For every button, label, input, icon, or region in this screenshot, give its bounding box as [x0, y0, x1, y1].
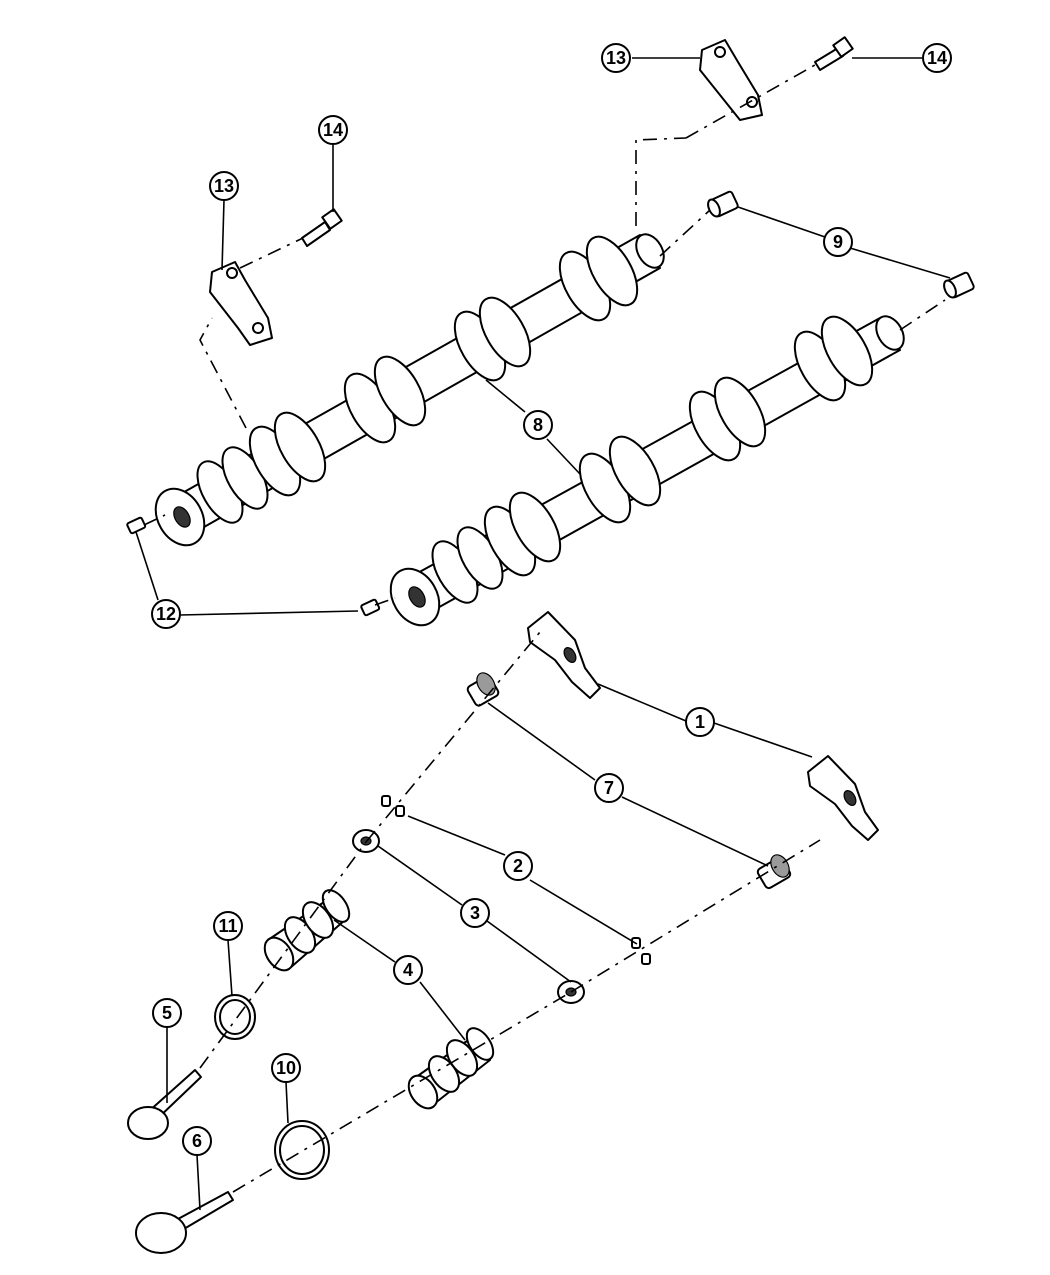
callout-4-label: 4	[403, 960, 413, 980]
callout-6-label: 6	[192, 1131, 202, 1151]
rocker-arm-lower	[807, 755, 879, 841]
valve-seal-10	[274, 1120, 330, 1180]
lash-adjuster-lower	[756, 854, 792, 890]
callout-7-label: 7	[604, 778, 614, 798]
callout-14-right: 14	[922, 43, 952, 73]
bolt-right	[814, 36, 854, 71]
cam-lobes-upper	[196, 235, 639, 524]
valve-keeper-upper	[381, 795, 405, 817]
callout-5-label: 5	[162, 1003, 172, 1023]
valve-seal-11	[214, 994, 256, 1040]
intake-valve	[127, 1069, 202, 1140]
callout-13-right: 13	[601, 43, 631, 73]
callout-13-right-label: 13	[606, 48, 626, 68]
bolt-left	[301, 208, 343, 247]
callout-6: 6	[182, 1126, 212, 1156]
rocker-arm-upper	[527, 611, 601, 699]
valve-spring-lower	[407, 1027, 495, 1110]
camshaft-lower	[389, 315, 905, 627]
callout-2-label: 2	[513, 856, 523, 876]
cam-lobes-lower	[431, 315, 874, 604]
pin-12-upper	[126, 516, 147, 535]
bearing-cap-left	[209, 261, 273, 346]
lash-adjuster-upper	[466, 672, 500, 707]
camshaft-upper	[154, 233, 665, 547]
alignment-lines	[143, 64, 946, 1193]
callout-9: 9	[823, 227, 853, 257]
callout-14-left: 14	[318, 115, 348, 145]
callout-1-label: 1	[695, 712, 705, 732]
callout-3: 3	[460, 898, 490, 928]
callout-8-label: 8	[533, 415, 543, 435]
callout-1: 1	[685, 707, 715, 737]
callout-3-label: 3	[470, 903, 480, 923]
callout-4: 4	[393, 955, 423, 985]
pin-12-lower	[360, 598, 381, 617]
callout-10: 10	[271, 1053, 301, 1083]
callout-12-label: 12	[156, 604, 176, 624]
callout-10-label: 10	[276, 1058, 296, 1078]
callout-2: 2	[503, 851, 533, 881]
callout-11-label: 11	[218, 916, 237, 936]
valve-spring-upper	[263, 889, 351, 972]
callout-13-left: 13	[209, 171, 239, 201]
bearing-cap-right	[699, 39, 763, 121]
dowel-9-upper	[707, 190, 739, 218]
callout-14-right-label: 14	[927, 48, 947, 68]
callout-13-left-label: 13	[214, 176, 234, 196]
callout-5: 5	[152, 998, 182, 1028]
callout-8: 8	[523, 410, 553, 440]
callout-11: 11	[213, 911, 243, 941]
callout-14-left-label: 14	[323, 120, 343, 140]
callout-9-label: 9	[833, 232, 843, 252]
callout-7: 7	[594, 773, 624, 803]
exhaust-valve	[135, 1191, 234, 1254]
valve-keeper-lower	[631, 937, 651, 965]
dowel-9-lower	[943, 271, 975, 299]
leader-lines	[135, 57, 951, 1211]
callout-12: 12	[151, 599, 181, 629]
